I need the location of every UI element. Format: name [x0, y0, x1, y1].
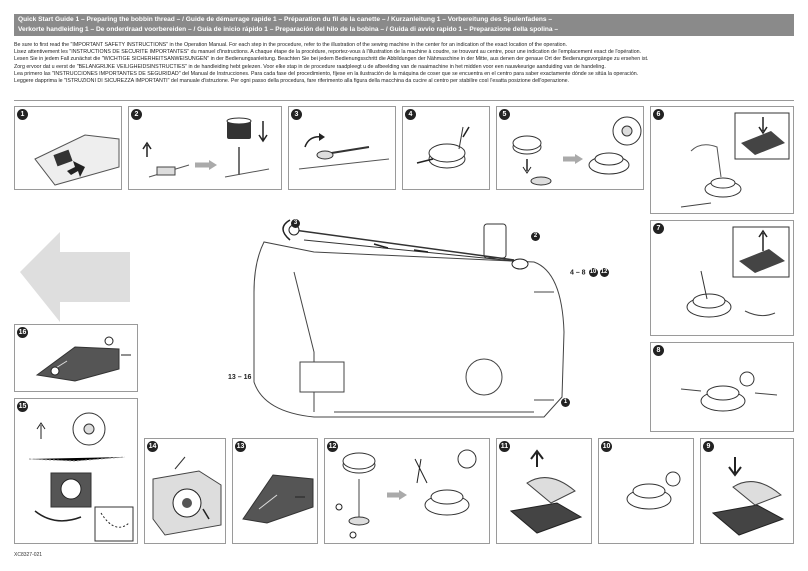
- step-1-panel: 1: [14, 106, 122, 190]
- step-number: 13: [235, 441, 246, 452]
- divider: [14, 100, 794, 101]
- step-number: 8: [653, 345, 664, 356]
- title-line-2: Verkorte handleiding 1 – De onderdraad v…: [18, 26, 559, 33]
- step-15-panel: 15: [14, 398, 138, 544]
- bobbin-cover-open-illustration: [242, 474, 314, 524]
- step-14-panel: 14: [144, 438, 226, 544]
- step-number: 1: [17, 109, 28, 120]
- step-6-panel: 6: [650, 106, 794, 214]
- bobbin-case-threading-illustration: [28, 412, 134, 542]
- step-10-panel: 10: [598, 438, 694, 544]
- foot-press-illustration: [711, 457, 785, 536]
- step-8-panel: 8: [650, 342, 794, 432]
- step-number: 15: [17, 401, 28, 412]
- sewing-machine-illustration: [20, 219, 565, 418]
- bobbin-on-shaft-illustration: [512, 116, 642, 186]
- guide-title-bar: Quick Start Guide 1 – Preparing the bobb…: [14, 14, 794, 36]
- intro-line-it: Leggere dapprima le "ISTRUZIONI DI SICUR…: [14, 78, 570, 85]
- bobbin-cover-close-illustration: [35, 336, 131, 382]
- intro-text: Be sure to first read the "IMPORTANT SAF…: [14, 42, 799, 85]
- callout-step-13-16: 13 – 16: [228, 374, 252, 381]
- step-12-panel: 12: [324, 438, 490, 544]
- callout-step-1: 1: [560, 398, 571, 407]
- callout-step-3: 3: [290, 219, 301, 228]
- intro-line-de: Lesen Sie in jedem Fall zunächst die "WI…: [14, 56, 649, 63]
- step-4-panel: 4: [402, 106, 490, 190]
- step-number: 11: [499, 441, 510, 452]
- intro-line-nl: Zorg ervoor dat u eerst de "BELANGRIJKE …: [14, 63, 606, 70]
- step-7-panel: 7: [650, 220, 794, 336]
- thread-guide-illustration: [298, 133, 390, 170]
- step-number: 2: [131, 109, 142, 120]
- step-number: 14: [147, 441, 158, 452]
- cut-thread-illustration: [335, 449, 477, 539]
- step-number: 16: [17, 327, 28, 338]
- step-16-panel: 16: [14, 324, 138, 392]
- bobbin-insert-illustration: [152, 456, 222, 536]
- power-switch-illustration: [34, 134, 120, 186]
- title-line-1: Quick Start Guide 1 – Preparing the bobb…: [18, 16, 553, 23]
- intro-line-fr: Lisez attentivement les "INSTRUCTIONS DE…: [14, 49, 642, 56]
- intro-line-en: Be sure to first read the "IMPORTANT SAF…: [14, 42, 568, 48]
- step-number: 5: [499, 109, 510, 120]
- step-number: 7: [653, 223, 664, 234]
- step-9-panel: 9: [700, 438, 794, 544]
- step-5-panel: 5: [496, 106, 644, 190]
- step-number: 6: [653, 109, 664, 120]
- step-number: 12: [327, 441, 338, 452]
- foot-controller-press-illustration: [686, 226, 790, 318]
- bobbin-full-illustration: [680, 371, 778, 412]
- spool-pin-illustration: [142, 117, 270, 178]
- document-number: XC8327-021: [14, 552, 43, 558]
- foot-release-illustration: [509, 449, 583, 534]
- thread-hold-illustration: [680, 112, 790, 208]
- step-2-panel: 2: [128, 106, 282, 190]
- step-13-panel: 13: [232, 438, 318, 544]
- intro-line-es: Lea primero las "INSTRUCCIONES IMPORTANT…: [14, 70, 639, 77]
- step-3-panel: 3: [288, 106, 396, 190]
- step-number: 3: [291, 109, 302, 120]
- step-number: 9: [703, 441, 714, 452]
- step-number: 4: [405, 109, 416, 120]
- step-11-panel: 11: [496, 438, 592, 544]
- sewing-machine-center: [14, 212, 648, 434]
- step-number: 10: [601, 441, 612, 452]
- bobbin-winding-illustration: [416, 126, 470, 169]
- callout-step-2: 2: [530, 232, 541, 241]
- bobbin-winding-stop-illustration: [626, 471, 681, 510]
